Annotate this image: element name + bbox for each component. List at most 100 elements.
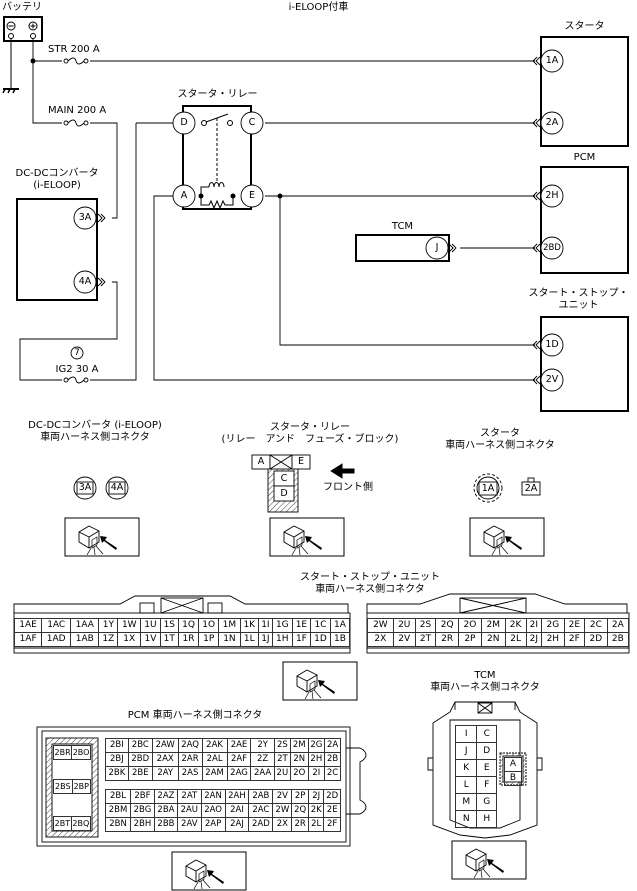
pin-ssu-1d: 1D: [545, 339, 559, 350]
pin-cell: 2W: [367, 618, 394, 633]
pin-cell: 2T: [273, 752, 291, 767]
relay-face-pin-e: E: [297, 456, 304, 467]
pin-cell: 2I: [525, 618, 543, 633]
relay-face-pin-a: A: [257, 456, 265, 467]
pin-cell: 2AO: [200, 803, 226, 818]
pin-cell: 1M: [218, 618, 241, 633]
pin-cell: 2X: [367, 632, 394, 647]
pin-cell: 1K: [239, 618, 260, 633]
view-direction-icon: [269, 517, 345, 557]
pin-cell: 2BE: [127, 766, 153, 781]
pin-cell: 2AU: [177, 803, 202, 818]
pin-cell: 2X: [272, 817, 293, 832]
pin-cell: 2AB: [248, 789, 274, 804]
front-arrow-icon: [330, 463, 355, 479]
pin-row: A: [504, 757, 522, 772]
pin-cell: 2BR: [52, 745, 73, 760]
pin-cell: C: [476, 725, 497, 743]
pin-cell: 2AY: [151, 766, 179, 781]
ssu-box: [540, 316, 629, 412]
relay-face-pin-c: C: [280, 473, 288, 484]
view-direction-icon: [171, 851, 247, 891]
pin-cell: 1AE: [13, 618, 43, 633]
dcdc-label-line1: DC-DCコンバータ: [15, 168, 99, 179]
pin-cell: 2S: [414, 618, 437, 633]
pin-cell: A: [504, 757, 522, 772]
pin-cell: 2BB: [153, 817, 179, 832]
pin-cell: 2U: [273, 766, 291, 781]
pin-dcdc-3a: 3A: [78, 212, 92, 223]
pin-cell: 2BS: [53, 779, 73, 794]
pin-cell: 2AK: [201, 738, 228, 753]
pin-cell: 2BT: [53, 816, 72, 831]
pin-cell: 1AD: [41, 632, 72, 647]
pin-relay-a: A: [180, 190, 188, 201]
starter-face-pin-1a: 1A: [481, 483, 495, 494]
pin-cell: 2BM: [104, 803, 132, 818]
pin-cell: 2C: [584, 618, 608, 633]
pin-cell: 2P: [291, 789, 310, 804]
pin-relay-c: C: [248, 117, 256, 128]
pin-cell: 1Z: [98, 632, 119, 647]
dcdc-label-line2: (i-ELOOP): [33, 180, 81, 191]
pin-cell: 2AH: [224, 789, 250, 804]
view-direction-icon: [64, 517, 140, 557]
dcdc-face-pin-3a: 3A: [78, 482, 92, 493]
battery-label: バッテリ: [2, 2, 42, 13]
ssu-label-line1: スタート・ストップ・: [528, 288, 629, 299]
pin-cell: 2BG: [130, 803, 155, 818]
pin-cell: 2H: [541, 632, 565, 647]
front-side-label: フロント側: [323, 482, 373, 493]
pin-cell: 2AR: [177, 752, 203, 767]
pin-cell: 2Q: [291, 803, 310, 818]
pin-cell: 2BP: [71, 779, 92, 794]
starter-label: スタータ: [564, 21, 605, 32]
dcdc-connector-title-1: DC-DCコンバータ (i-ELOOP): [28, 420, 162, 431]
pin-cell: 2F: [563, 632, 586, 647]
ground-symbol: [2, 38, 19, 94]
pin-cell: 2R: [435, 632, 460, 647]
pin-cell: 1C: [309, 618, 331, 633]
pin-cell: 1G: [271, 618, 293, 633]
pin-cell: 1H: [271, 632, 293, 647]
pin-cell: 2G: [307, 738, 326, 753]
pin-cell: 2AX: [151, 752, 179, 767]
pin-cell: 2N: [289, 752, 309, 767]
pin-cell: 2A: [324, 738, 341, 753]
pin-cell: 2AM: [201, 766, 228, 781]
pin-cell: 1AF: [13, 632, 43, 647]
pin-cell: 1W: [117, 618, 142, 633]
pin-cell: G: [476, 793, 497, 811]
pin-cell: 2AF: [226, 752, 252, 767]
pin-cell: 1P: [198, 632, 220, 647]
pin-cell: 2BO: [71, 745, 91, 760]
pin-cell: 2Q: [435, 618, 460, 633]
pin-cell: D: [476, 742, 497, 760]
pin-cell: 2E: [563, 618, 586, 633]
view-direction-icon: [282, 661, 358, 701]
pin-cell: 2P: [458, 632, 482, 647]
pin-cell: 1U: [140, 618, 161, 633]
pin-cell: 2AC: [248, 803, 274, 818]
pin-cell: N: [454, 810, 478, 828]
pin-pcm-2h: 2H: [545, 190, 559, 201]
pin-cell: 2B: [606, 632, 630, 647]
pin-cell: 2F: [323, 817, 341, 832]
pin-cell: M: [454, 793, 478, 811]
dcdc-connector-face: [73, 476, 129, 500]
pin-cell: 2E: [323, 803, 341, 818]
view-direction-icon: [451, 840, 527, 880]
pin-cell: 1AC: [41, 618, 72, 633]
junction-dot: [30, 58, 36, 64]
